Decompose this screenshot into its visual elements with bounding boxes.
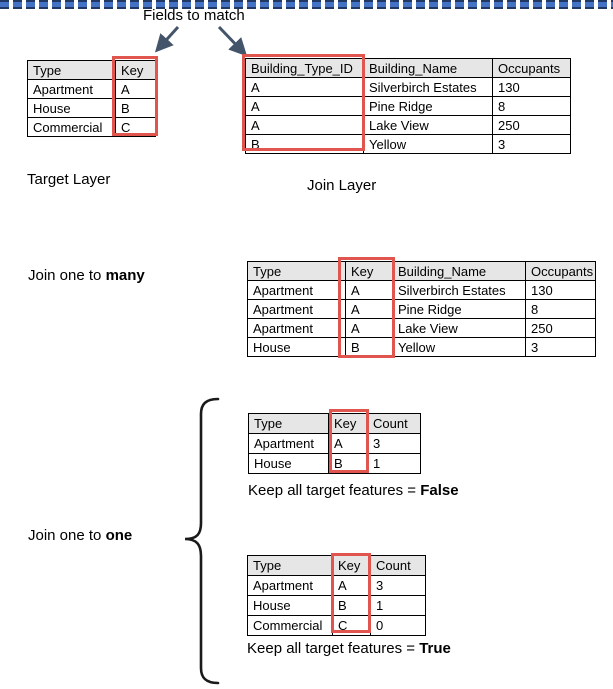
join-layer-table: Building_Type_ID Building_Name Occupants… — [245, 58, 571, 154]
cell: Pine Ridge — [392, 299, 526, 319]
fields-to-match-arrows — [154, 25, 248, 57]
key-column-highlight — [112, 56, 158, 136]
key-column-highlight — [338, 257, 395, 358]
building-type-id-column-highlight — [242, 54, 365, 151]
column-header: Count — [370, 555, 426, 576]
label-bold-text: many — [105, 267, 145, 284]
label-text: Join one to — [28, 527, 106, 544]
cell: House — [247, 595, 333, 616]
table-row: Apartment A — [27, 79, 156, 99]
column-header: Occupants — [492, 58, 571, 78]
column-header: Building_Name — [392, 261, 526, 281]
cell: Lake View — [363, 115, 493, 135]
key-column-highlight — [329, 409, 369, 473]
cell: House — [248, 453, 329, 474]
table-row: Commercial C — [27, 117, 156, 137]
caption-text: Keep all target features = — [247, 640, 420, 657]
diagram-title: Fields to match — [143, 7, 245, 24]
cell: 130 — [492, 77, 571, 97]
table-header-row: Type Key Count — [248, 413, 421, 434]
cell: 3 — [524, 337, 597, 357]
cell: Apartment — [248, 433, 329, 454]
table-header-row: Type Key Count — [247, 555, 426, 576]
caption-bold-text: False — [420, 482, 459, 499]
column-header: Building_Name — [363, 58, 493, 78]
table-header-row: Building_Type_ID Building_Name Occupants — [245, 58, 571, 78]
one-to-one-true-table: Type Key Count Apartment A 3 House B 1 C… — [247, 555, 426, 636]
cell: Silverbirch Estates — [392, 280, 526, 300]
cell: Yellow — [392, 337, 526, 357]
column-header: Type — [247, 261, 346, 281]
table-row: A Lake View 250 — [245, 115, 571, 135]
cell: Pine Ridge — [363, 96, 493, 116]
table-header-row: Type Key Building_Name Occupants — [247, 261, 597, 281]
curly-brace — [184, 397, 220, 685]
cell: 8 — [492, 96, 571, 116]
cell: 250 — [524, 318, 597, 338]
table-row: Apartment A Silverbirch Estates 130 — [247, 280, 597, 300]
cell: Commercial — [27, 117, 116, 137]
table-row: Apartment A Lake View 250 — [247, 318, 597, 338]
cell: 3 — [367, 433, 421, 454]
table-row: Apartment A 3 — [247, 575, 426, 596]
cell: House — [27, 98, 116, 118]
target-layer-label: Target Layer — [27, 171, 111, 188]
cell: House — [247, 337, 346, 357]
table-row: House B 1 — [247, 595, 426, 616]
cell: Apartment — [247, 280, 346, 300]
key-column-highlight — [331, 553, 371, 633]
caption-bold-text: True — [419, 640, 451, 657]
table-row: House B — [27, 98, 156, 118]
target-layer-table: Type Key Apartment A House B Commercial … — [27, 60, 156, 137]
cell: 250 — [492, 115, 571, 135]
cell: Apartment — [247, 575, 333, 596]
cell: 130 — [524, 280, 597, 300]
column-header: Type — [27, 60, 116, 80]
column-header: Count — [367, 413, 421, 434]
cell: 8 — [524, 299, 597, 319]
cell: Yellow — [363, 134, 493, 154]
column-header: Occupants — [524, 261, 597, 281]
cell: 1 — [370, 595, 426, 616]
column-header: Key — [115, 60, 156, 80]
cell: 3 — [370, 575, 426, 596]
arrow-down-right-icon — [217, 25, 248, 57]
join-layer-label: Join Layer — [307, 177, 377, 194]
arrow-down-left-icon — [154, 25, 180, 53]
one-to-one-false-table: Type Key Count Apartment A 3 House B 1 — [248, 413, 421, 474]
table-row: Commercial C 0 — [247, 615, 426, 636]
table-row: Apartment A Pine Ridge 8 — [247, 299, 597, 319]
cell: Apartment — [27, 79, 116, 99]
table-row: Apartment A 3 — [248, 433, 421, 454]
one-to-many-result-table: Type Key Building_Name Occupants Apartme… — [247, 261, 597, 357]
cell: 3 — [492, 134, 571, 154]
join-one-to-many-label: Join one to many — [28, 267, 145, 284]
cell: 0 — [370, 615, 426, 636]
cell: C — [115, 117, 156, 137]
label-bold-text: one — [105, 527, 133, 544]
keep-false-caption: Keep all target features = False — [248, 482, 459, 499]
caption-text: Keep all target features = — [248, 482, 421, 499]
cell: Lake View — [392, 318, 526, 338]
column-header: Type — [247, 555, 333, 576]
cell: 1 — [367, 453, 421, 474]
cell: Apartment — [247, 318, 346, 338]
table-row: A Silverbirch Estates 130 — [245, 77, 571, 97]
cell: Apartment — [247, 299, 346, 319]
cell: Silverbirch Estates — [363, 77, 493, 97]
column-header: Building_Type_ID — [245, 58, 364, 78]
table-header-row: Type Key — [27, 60, 156, 80]
section-divider — [0, 0, 613, 9]
cell: Commercial — [247, 615, 333, 636]
join-one-to-one-label: Join one to one — [28, 527, 132, 544]
keep-true-caption: Keep all target features = True — [247, 640, 451, 657]
column-header: Type — [248, 413, 329, 434]
label-text: Join one to — [28, 267, 106, 284]
table-row: House B Yellow 3 — [247, 337, 597, 357]
